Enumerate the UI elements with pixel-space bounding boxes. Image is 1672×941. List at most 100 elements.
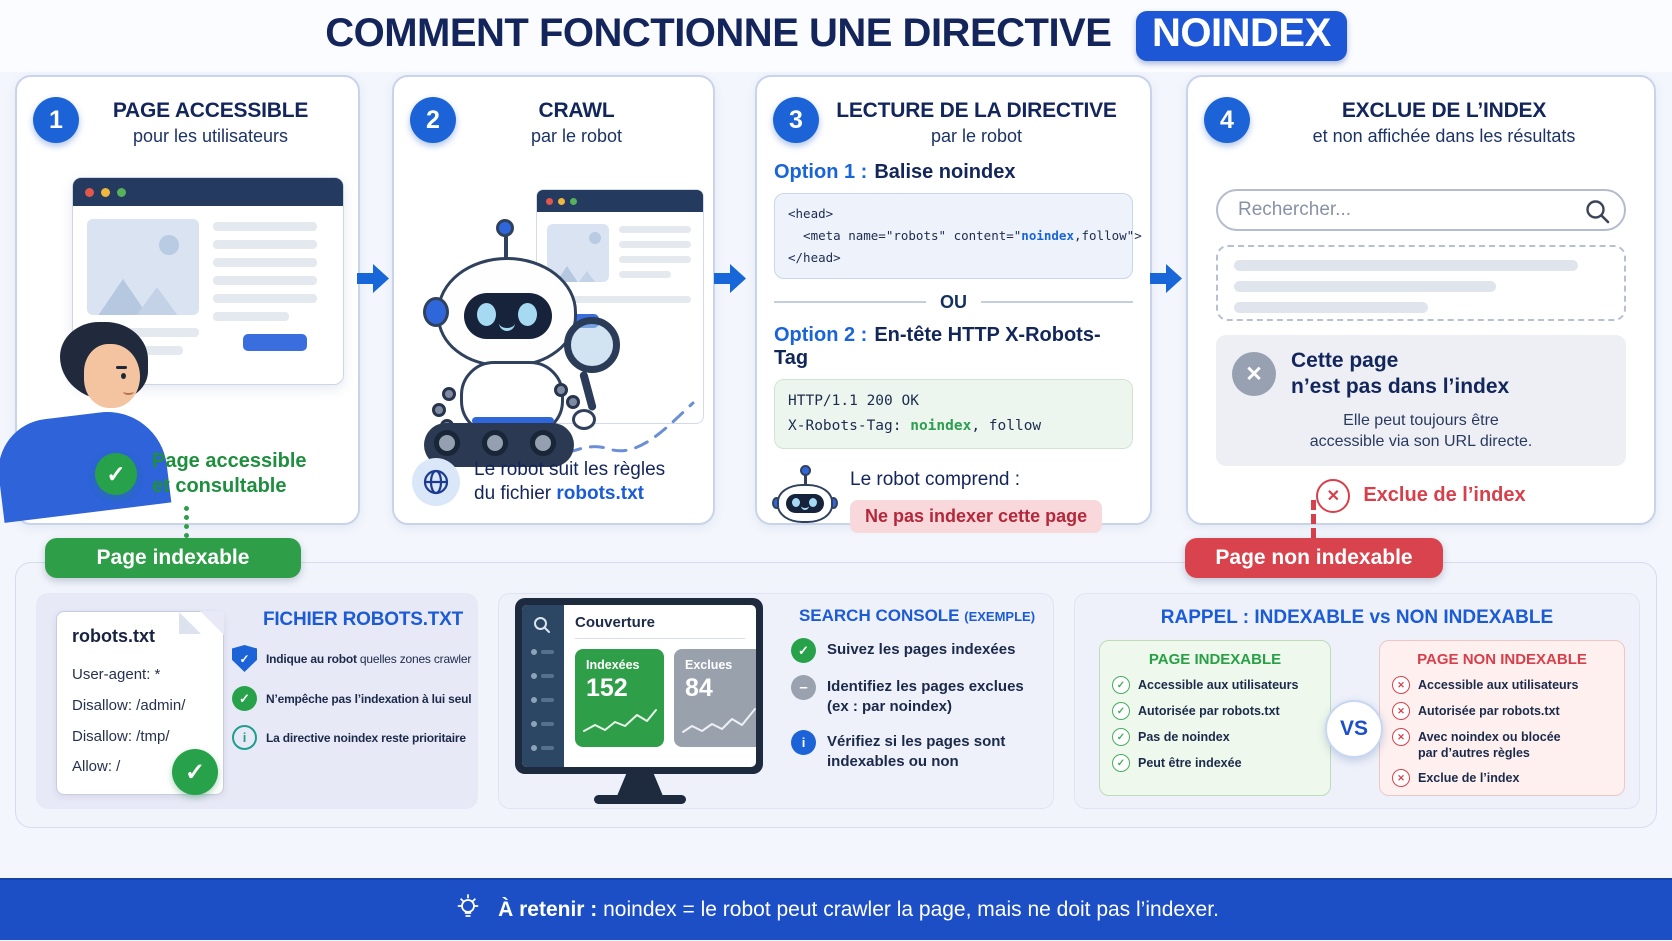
window-dot-green (117, 187, 126, 197)
file-name: robots.txt (72, 626, 155, 646)
console-panel-item: i Vérifiez si les pages sont indexables … (791, 729, 1043, 773)
globe-icon (412, 458, 460, 507)
robots-panel-item: ✓ Indique au robot quelles zones crawler (232, 645, 494, 672)
step1-title: PAGE ACCESSIBLE (112, 99, 309, 122)
step2-caption: Le robot suit les règles du fichier robo… (412, 458, 665, 507)
robot-head-icon (772, 465, 838, 524)
file-content: User-agent: * Disallow: /admin/ Disallow… (72, 666, 186, 776)
robot-caption: Le robot comprend : (850, 469, 1021, 491)
step3-number: 3 (773, 97, 819, 143)
check-outline-icon: ✓ (1112, 676, 1130, 694)
noindex-token: noindex (1021, 227, 1074, 243)
check-outline-icon: ✓ (1112, 702, 1130, 720)
search-input[interactable] (1218, 191, 1624, 229)
magnifier-icon (564, 317, 620, 373)
non-indexable-connector (1311, 500, 1316, 538)
non-indexable-box: PAGE NON INDEXABLE ✕ Accessible aux util… (1379, 640, 1625, 796)
step2-number: 2 (410, 97, 456, 143)
step1-status: ✓ Page accessible et consultable (95, 449, 307, 499)
non-indexable-badge: Page non indexable (1185, 538, 1443, 578)
step3-card: 3 LECTURE DE LA DIRECTIVE par le robot O… (755, 75, 1152, 534)
console-content: Couverture Indexées 152 (564, 605, 756, 767)
search-box (1216, 189, 1626, 231)
rappel-panel: RAPPEL : INDEXABLE vs NON INDEXABLE PAGE… (1074, 593, 1640, 809)
minus-icon: – (791, 675, 816, 700)
shield-check-icon: ✓ (232, 645, 257, 672)
robot-understands-row: Le robot comprend : Ne pas indexer cette… (772, 465, 1133, 534)
x-circle-icon: ✕ (1232, 352, 1276, 397)
x-outline-icon: ✕ (1392, 728, 1410, 746)
step1-number: 1 (33, 97, 79, 143)
step2-subtitle: par le robot (530, 126, 623, 146)
indexable-badge: Page indexable (45, 538, 301, 578)
check-icon: ✓ (232, 686, 257, 711)
noindex-badge: NOINDEX (1136, 11, 1347, 61)
x-outline-icon: ✕ (1392, 769, 1410, 788)
monitor-mockup: Couverture Indexées 152 (515, 598, 763, 774)
search-icon (1584, 198, 1611, 230)
robot-face (464, 293, 552, 339)
monitor-stand (617, 774, 663, 796)
x-outline-icon: ✕ (1392, 676, 1410, 694)
header-strip (0, 0, 1672, 72)
step4-card: 4 EXCLUE DE L’INDEX et non affichée dans… (1186, 75, 1656, 525)
robot-treads (424, 423, 574, 467)
window-dot-yellow (101, 187, 110, 197)
noindex-token: noindex (910, 418, 972, 434)
window-dot-red (85, 187, 94, 197)
check-outline-icon: ✓ (1112, 728, 1130, 746)
search-icon (532, 615, 552, 640)
check-outline-icon: ✓ (1112, 754, 1130, 772)
step1-header: 1 PAGE ACCESSIBLE pour les utilisateurs (17, 77, 358, 147)
robot-illustration (412, 219, 642, 473)
indexable-box: PAGE INDEXABLE ✓ Accessible aux utilisat… (1099, 640, 1331, 796)
code-block-xrobots: HTTP/1.1 200 OK X-Robots-Tag: noindex, f… (774, 378, 1133, 450)
robots-txt-file: robots.txt User-agent: * Disallow: /admi… (56, 611, 224, 795)
indexable-item: ✓ Pas de noindex (1112, 728, 1318, 746)
console-panel-item: – Identifiez les pages exclues (ex : par… (791, 675, 1043, 718)
browser-titlebar (537, 190, 703, 212)
key-takeaway-bar: À retenir : noindex = le robot peut craw… (0, 878, 1672, 940)
step1-card: 1 PAGE ACCESSIBLE pour les utilisateurs (0, 75, 360, 525)
info-icon: i (791, 729, 816, 755)
non-indexable-item: ✕ Autorisée par robots.txt (1392, 702, 1612, 720)
robots-panel-heading: FICHIER ROBOTS.TXT (262, 609, 464, 630)
non-indexable-item: ✕ Avec noindex ou blocée par d’autres rè… (1392, 728, 1612, 761)
indexable-connector (184, 506, 189, 538)
user-illustration (0, 322, 172, 523)
lightbulb-icon (453, 892, 483, 929)
step2-header: 2 CRAWL par le robot (394, 77, 713, 147)
robots-panel-item: i La directive noindex reste prioritaire (232, 725, 494, 750)
console-panel-item: ✓ Suivez les pages indexées (791, 638, 1043, 663)
not-in-index-card: ✕ Cette page n’est pas dans l’index Elle… (1216, 335, 1626, 466)
missing-result-placeholder (1216, 245, 1626, 321)
rappel-heading: RAPPEL : INDEXABLE vs NON INDEXABLE (1160, 607, 1554, 628)
step4-header: 4 EXCLUE DE L’INDEX et non affichée dans… (1188, 77, 1654, 147)
step3-header: 3 LECTURE DE LA DIRECTIVE par le robot (757, 77, 1150, 147)
not-in-index-title: Cette page n’est pas dans l’index (1291, 349, 1510, 399)
indexable-item: ✓ Accessible aux utilisateurs (1112, 676, 1318, 694)
browser-titlebar (73, 178, 343, 206)
robots-panel-item: ✓ N’empêche pas l’indexation à lui seul (232, 686, 494, 711)
non-indexable-box-title: PAGE NON INDEXABLE (1417, 651, 1587, 668)
step4-number: 4 (1204, 97, 1250, 143)
bottom-section: robots.txt User-agent: * Disallow: /admi… (15, 562, 1657, 828)
check-icon: ✓ (95, 453, 137, 495)
option1-heading: Option 1 :Balise noindex (774, 161, 1016, 183)
excluded-label: Exclue de l’index (1363, 484, 1526, 507)
cta-button-placeholder (243, 334, 307, 351)
image-placeholder (87, 219, 199, 315)
monitor-base (594, 795, 686, 804)
check-icon: ✓ (791, 638, 816, 663)
noindex-meaning-badge: Ne pas indexer cette page (850, 500, 1103, 534)
excluded-stat-card: Exclues 84 (674, 649, 756, 747)
step1-status-text: Page accessible et consultable (152, 450, 307, 497)
indexable-box-title: PAGE INDEXABLE (1148, 651, 1282, 668)
coverage-title: Couverture (575, 614, 656, 631)
step2-title: CRAWL (538, 99, 615, 122)
step4-subtitle: et non affichée dans les résultats (1312, 126, 1576, 146)
arrow-right-icon (1150, 262, 1182, 300)
option2-heading: Option 2 :En-tête HTTP X-Robots-Tag (774, 323, 1101, 369)
x-outline-icon: ✕ (1392, 702, 1410, 720)
